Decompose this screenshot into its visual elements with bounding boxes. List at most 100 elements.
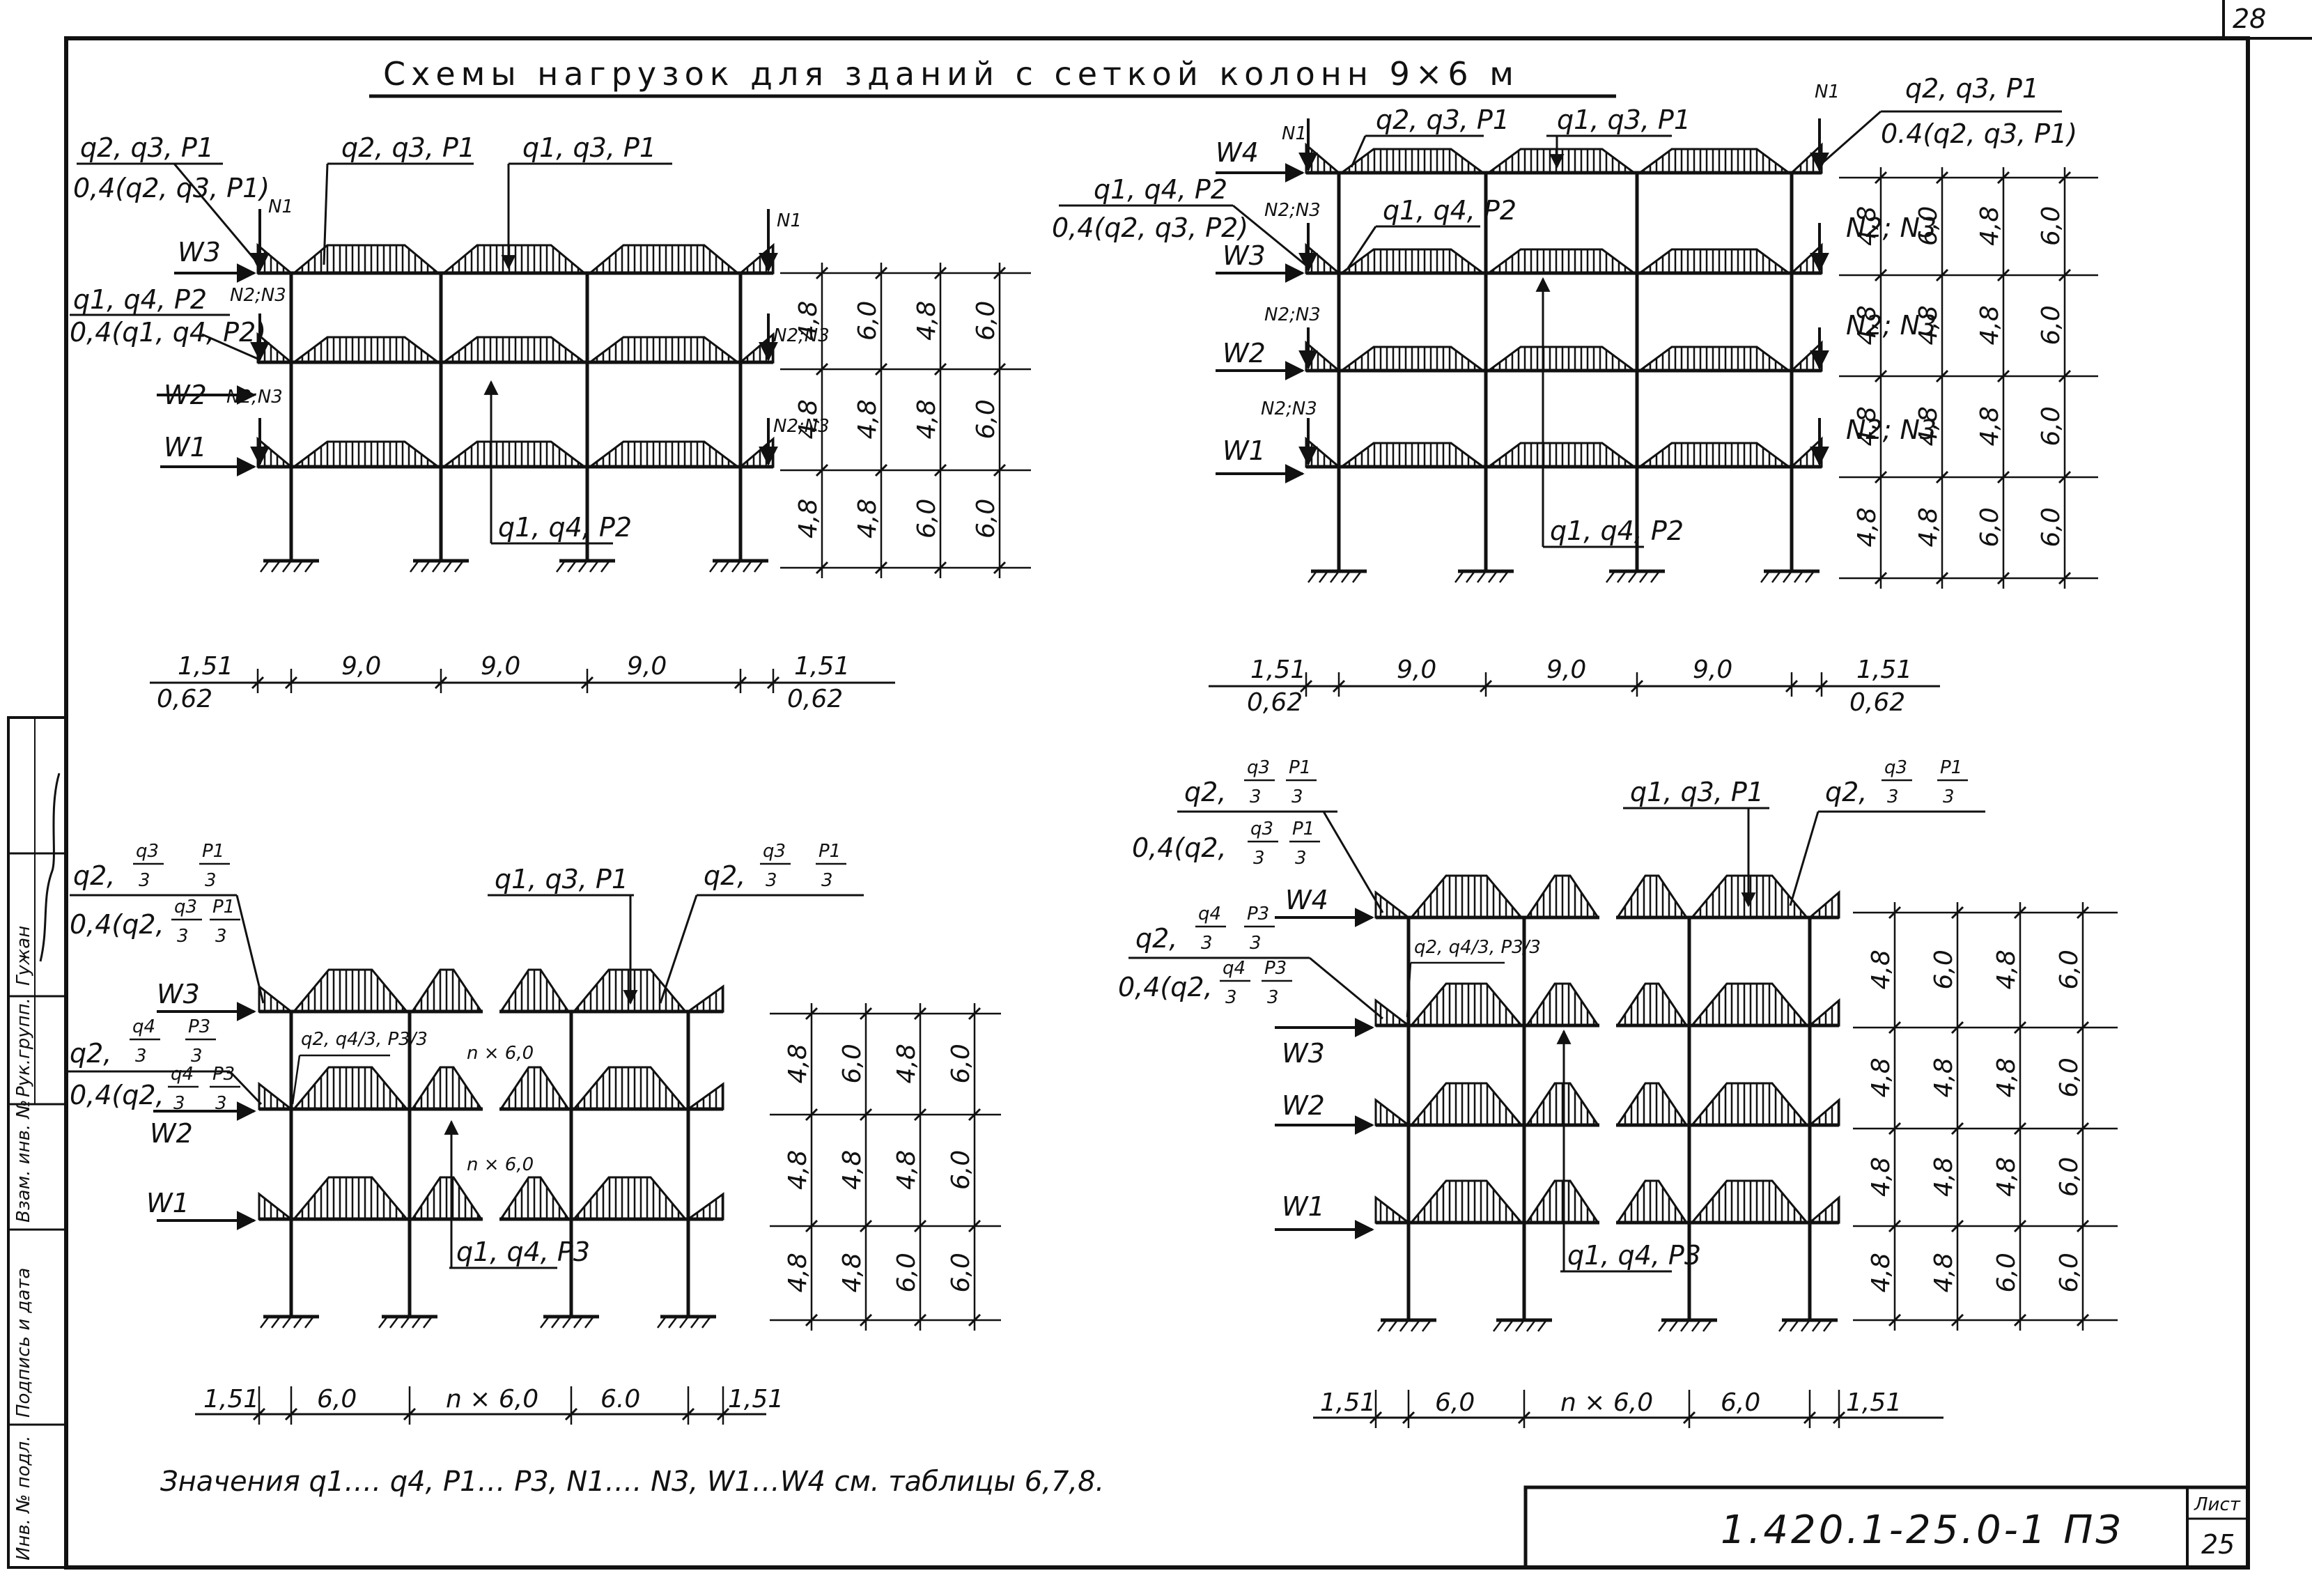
- fixed-support: [410, 559, 469, 573]
- support-hatch: [1823, 1319, 1833, 1332]
- storey-height: 6,0: [2055, 1253, 2084, 1292]
- distributed-load: [1485, 442, 1638, 468]
- frac-den: 3: [1253, 848, 1265, 869]
- dim-tick: [859, 1313, 873, 1327]
- load-label: 0,4(q1, q4, P2): [70, 317, 266, 348]
- page-number: 28: [2233, 3, 2266, 34]
- frac-den: 3: [1225, 987, 1237, 1008]
- wind-label-w1: W1: [1223, 435, 1266, 466]
- support-hatch: [1639, 571, 1649, 583]
- frac-den: 3: [1267, 987, 1279, 1008]
- dim-tick: [815, 266, 829, 280]
- dim-tick: [933, 266, 947, 280]
- storey-height: 6,0: [913, 499, 941, 539]
- fixed-support: [657, 1315, 716, 1328]
- distributed-load: [499, 1176, 571, 1221]
- support-hatch: [1658, 1319, 1668, 1332]
- cantilever-load: [1305, 340, 1342, 372]
- document-code: 1.420.1-25.0-1 ПЗ: [1721, 1508, 2123, 1553]
- load-label: q2,: [73, 860, 115, 891]
- dim-tick: [1517, 1411, 1531, 1425]
- storey-height: 6,0: [947, 1150, 975, 1190]
- cantilever-load: [1806, 890, 1840, 919]
- support-hatch: [389, 1316, 399, 1328]
- cantilever-load: [685, 1192, 724, 1221]
- frac-num: P1: [212, 897, 235, 917]
- dim-tick: [1479, 679, 1493, 693]
- fixed-support: [1658, 1318, 1717, 1332]
- distributed-load: [1485, 148, 1638, 174]
- frame-bottom-left: n × 6,0n × 6,0W3W2W1q2,q33P130,4(q2,q33P…: [66, 841, 1001, 1425]
- storey-height: 4,8: [784, 1253, 812, 1292]
- dim-tick: [815, 362, 829, 376]
- storey-height: 4,8: [913, 399, 941, 439]
- storey-height: 4,8: [1992, 1157, 2021, 1197]
- frac-den: 3: [139, 870, 150, 891]
- distributed-load: [440, 244, 588, 274]
- support-hatch: [1537, 1319, 1547, 1332]
- wind-label-w4: W4: [1216, 137, 1259, 168]
- dim-tick: [2013, 1219, 2027, 1233]
- frac-den: 3: [1250, 787, 1262, 807]
- storey-height: 4,8: [1867, 1157, 1895, 1197]
- load-label: q2, q4/3, P3/3: [1414, 937, 1541, 958]
- frac-den: 3: [766, 870, 777, 891]
- frac-num: q4: [171, 1064, 194, 1085]
- storey-height: 4,8: [1914, 507, 1943, 547]
- frac-num: q3: [136, 841, 159, 862]
- dim-tick: [1682, 1411, 1696, 1425]
- height-dimension-table: 4,84,84,84,86,04,84,84,84,84,84,86,06,06…: [1853, 902, 2118, 1331]
- frac-den: 3: [205, 870, 217, 891]
- distributed-load: [587, 244, 741, 274]
- dim-tick: [2013, 1021, 2027, 1035]
- storey-height: 4,8: [784, 1150, 812, 1190]
- storey-height: 4,8: [853, 399, 882, 439]
- support-hatch: [432, 560, 442, 573]
- dim-tick: [2076, 1219, 2090, 1233]
- storey-height: 6,0: [2055, 1157, 2084, 1197]
- support-hatch: [1477, 571, 1487, 583]
- distributed-load: [1525, 1179, 1600, 1224]
- dim-tick: [1874, 171, 1888, 185]
- distributed-load: [1338, 248, 1487, 274]
- distributed-load: [499, 968, 571, 1013]
- distributed-load: [1338, 442, 1487, 468]
- support-hatch: [754, 560, 763, 573]
- dim-tick: [1874, 470, 1888, 484]
- axial-label: N2;N3: [1264, 304, 1321, 325]
- dim-tick: [1950, 1313, 1964, 1327]
- support-hatch: [679, 1316, 689, 1328]
- frac-num: P1: [1940, 757, 1962, 778]
- fixed-support: [556, 559, 615, 573]
- storey-height: 4,8: [1976, 406, 2004, 446]
- frac-num: q3: [174, 897, 197, 917]
- storey-height: 6,0: [947, 1044, 975, 1083]
- support-hatch: [1493, 1319, 1503, 1332]
- fixed-support: [1377, 1318, 1436, 1332]
- dim-tick: [734, 676, 747, 690]
- dim-tick: [2058, 268, 2072, 282]
- storey-height: 6,0: [972, 499, 1000, 539]
- wind-label-w3: W3: [178, 237, 221, 268]
- storey-height: 6,0: [947, 1253, 975, 1292]
- distributed-load: [1525, 982, 1600, 1027]
- storey-height: 4,8: [838, 1253, 867, 1292]
- dim-tick: [968, 1219, 982, 1233]
- dim-tick: [1935, 268, 1949, 282]
- distributed-load: [291, 1176, 410, 1221]
- frac-num: q3: [1250, 819, 1273, 839]
- distributed-load: [571, 1176, 688, 1221]
- support-hatch: [1422, 1319, 1432, 1332]
- dim-tick: [968, 1313, 982, 1327]
- dim-tick: [284, 1407, 298, 1421]
- load-label: q1, q3, P1: [495, 864, 628, 894]
- dim-tick: [1950, 1122, 1964, 1136]
- support-hatch: [304, 1316, 314, 1328]
- load-label: q2, q3, P1: [341, 132, 475, 163]
- frac-num: P3: [1247, 904, 1269, 924]
- support-hatch: [556, 560, 566, 573]
- support-hatch: [1805, 571, 1815, 583]
- load-label: q1, q4, P2: [73, 284, 207, 315]
- distributed-load: [410, 1176, 483, 1221]
- side-name: Гужан: [13, 926, 34, 986]
